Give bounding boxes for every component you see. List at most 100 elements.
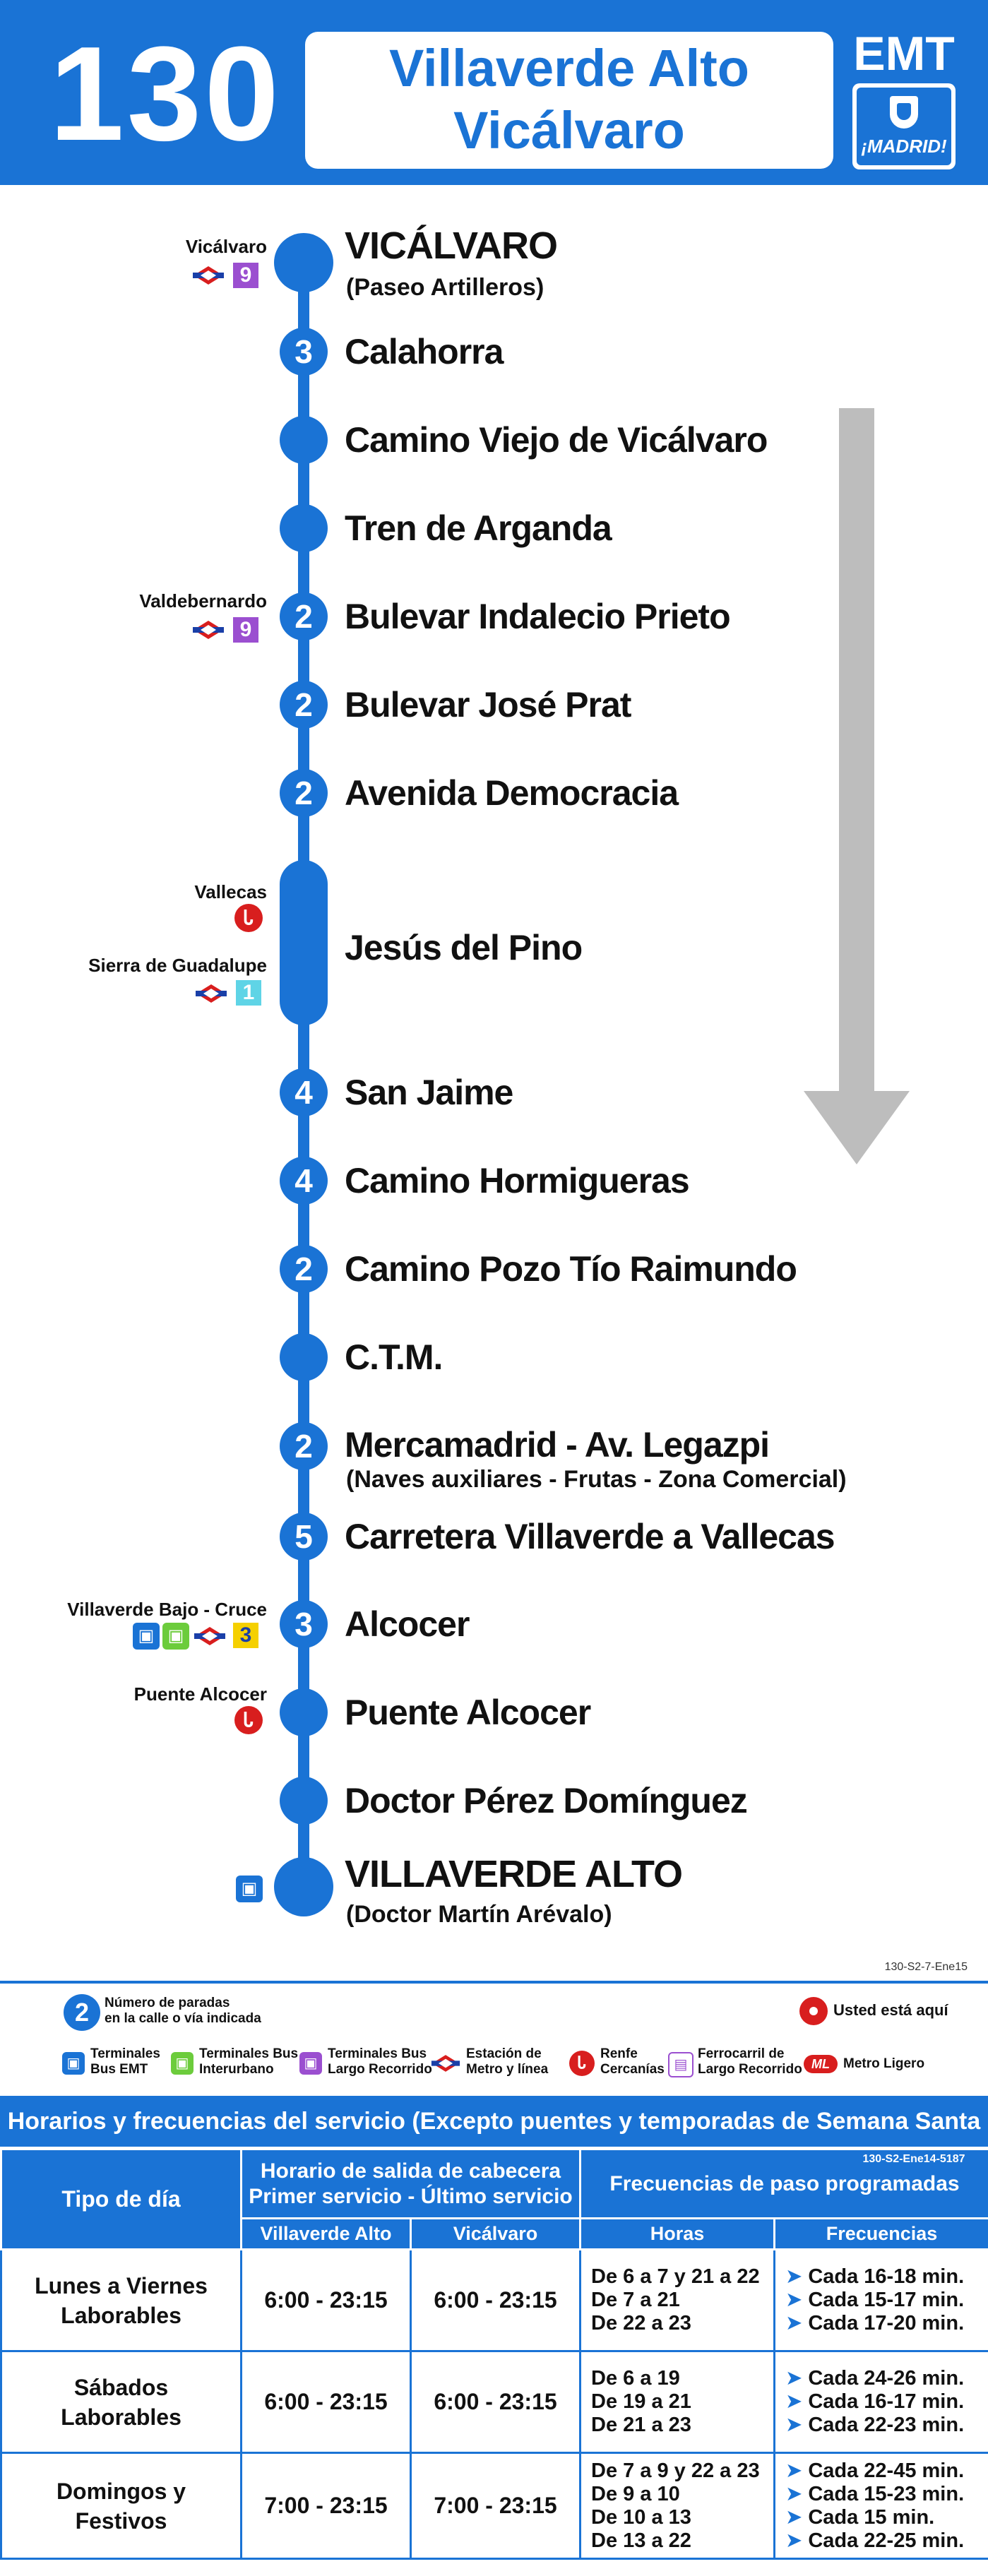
stop-name: Calahorra [345, 332, 504, 371]
route-code: 130-S2-7-Ene15 [884, 1961, 968, 1973]
stop-count: 2 [294, 1428, 313, 1465]
renfe-icon: Ꮣ [569, 2051, 595, 2076]
arrow-icon: ➤ [785, 2312, 803, 2334]
arrow-icon: ➤ [785, 2505, 803, 2529]
col-hours: Horas [579, 2217, 775, 2250]
frequency-line: Cada 22-23 min. [808, 2414, 965, 2436]
hours-line: De 19 a 21 [591, 2390, 691, 2413]
renfe-icon: Ꮣ [234, 904, 263, 932]
hours-line: De 22 a 23 [591, 2312, 691, 2334]
bus-interurban-icon: ▣ [171, 2052, 194, 2075]
stop-subtitle: (Paseo Artilleros) [346, 274, 544, 301]
villaverde-times: 6:00 - 23:15 [240, 2350, 412, 2454]
day-type-line: Laborables [61, 2302, 181, 2328]
col-freqs: Frecuencias [773, 2217, 988, 2250]
stop-name: Bulevar Indalecio Prieto [345, 597, 731, 636]
table-row: Lunes a Viernes Laborables 6:00 - 23:15 … [0, 2248, 988, 2352]
stop-count: 2 [294, 1251, 313, 1287]
stop-name: Alcocer [345, 1604, 470, 1644]
day-type-line: Laborables [61, 2404, 181, 2430]
arrow-icon: ➤ [785, 2265, 803, 2288]
hours-cell: De 6 a 19 De 19 a 21 De 21 a 23 [579, 2350, 775, 2454]
frequency-line: Cada 15-17 min. [808, 2289, 965, 2311]
stop-marker: 3 [280, 1600, 328, 1648]
arrow-icon: ➤ [785, 2529, 803, 2552]
destination-line-1: Villaverde Alto [389, 39, 749, 97]
stop-name: Camino Hormigueras [345, 1161, 690, 1200]
hours-line: De 10 a 13 [591, 2505, 691, 2529]
legend-text: Usted está aquí [833, 2001, 948, 2019]
stop-marker-multi-transfer [280, 860, 328, 1025]
frequency-line: Cada 24-26 min. [808, 2367, 965, 2390]
stop-marker [280, 504, 328, 552]
stop-subtitle: (Naves auxiliares - Frutas - Zona Comerc… [346, 1466, 847, 1493]
col-departure-line-2: Primer servicio - Último servicio [249, 2184, 573, 2208]
madrid-crest-icon [890, 96, 918, 129]
hours-line: De 6 a 7 y 21 a 22 [591, 2265, 760, 2288]
stop-count: 3 [294, 1606, 313, 1642]
bus-interurban-icon: ▣ [162, 1623, 189, 1650]
hours-line: De 9 a 10 [591, 2482, 680, 2505]
transfer-label: Vicálvaro [185, 236, 267, 257]
frequency-line: Cada 15 min. [808, 2505, 935, 2529]
arrow-icon: ➤ [785, 2390, 803, 2413]
stop-marker-terminal-end [274, 1857, 333, 1916]
stop-marker-terminal-start [274, 233, 333, 292]
arrow-icon: ➤ [785, 2367, 803, 2390]
stop-marker: 2 [280, 592, 328, 640]
schedule-table: Tipo de día Horario de salida de cabecer… [0, 2148, 988, 2560]
day-type-line: Lunes a Viernes [35, 2272, 208, 2298]
arrow-icon: ➤ [785, 2482, 803, 2505]
legend-text: Metro y línea [466, 2062, 549, 2077]
metro-line-9-icon: 9 [233, 263, 258, 288]
arrow-icon: ➤ [785, 2459, 803, 2482]
bus-long-distance-icon: ▣ [299, 2052, 322, 2075]
stop-name: Tren de Arganda [345, 508, 612, 548]
metro-icon [431, 2055, 460, 2072]
stop-count: 5 [294, 1518, 313, 1555]
schedule-code: 130-S2-Ene14-5187 [862, 2152, 965, 2165]
route-number: 130 [49, 19, 282, 169]
col-departure: Horario de salida de cabecera Primer ser… [240, 2148, 965, 2219]
stop-marker: 4 [280, 1068, 328, 1116]
table-row: Sábados Laborables 6:00 - 23:15 6:00 - 2… [0, 2350, 988, 2454]
stop-count-legend-icon: 2 [64, 1994, 100, 2031]
stop-marker [280, 1688, 328, 1736]
legend-text: Largo Recorrido [328, 2062, 432, 2077]
destination-line-2: Vicálvaro [453, 101, 685, 160]
stop-marker [280, 1777, 328, 1825]
stop-marker [280, 1333, 328, 1381]
legend-text: Terminales Bus [328, 2046, 427, 2061]
legend-text: Metro Ligero [843, 2056, 925, 2071]
day-type-cell: Lunes a Viernes Laborables [0, 2248, 242, 2352]
direction-arrowhead-icon [804, 1091, 910, 1164]
stop-count: 4 [294, 1162, 313, 1199]
stop-count: 2 [294, 686, 313, 723]
you-are-here-icon [799, 1997, 828, 2025]
transfer-label: Puente Alcocer [133, 1683, 267, 1705]
metro-ligero-icon: ML [804, 2055, 838, 2073]
metro-line-3-icon: 3 [233, 1623, 258, 1648]
stop-name: Carretera Villaverde a Vallecas [345, 1517, 835, 1556]
col-departure-line-1: Horario de salida de cabecera [260, 2159, 561, 2183]
bus-emt-icon: ▣ [133, 1623, 160, 1650]
stop-count: 3 [294, 333, 313, 370]
stop-name: VILLAVERDE ALTO [345, 1853, 683, 1895]
vicalvaro-times: 6:00 - 23:15 [410, 2350, 581, 2454]
frequency-line: Cada 16-18 min. [808, 2265, 965, 2288]
stop-name: Jesús del Pino [345, 928, 583, 967]
stop-name: San Jaime [345, 1073, 513, 1112]
metro-icon [193, 266, 224, 285]
destination-box: Villaverde Alto Vicálvaro [305, 32, 833, 169]
stop-name: Bulevar José Prat [345, 685, 631, 724]
stop-count: 4 [294, 1074, 313, 1111]
stop-name: C.T.M. [345, 1337, 443, 1377]
legend-text: Renfe [600, 2046, 638, 2061]
stop-marker: 5 [280, 1513, 328, 1561]
hours-cell: De 6 a 7 y 21 a 22 De 7 a 21 De 22 a 23 [579, 2248, 775, 2352]
bus-emt-icon: ▣ [236, 1876, 263, 1902]
day-type-cell: Domingos y Festivos [0, 2452, 242, 2560]
stop-name: Camino Viejo de Vicálvaro [345, 420, 768, 460]
stop-name: VICÁLVARO [345, 225, 558, 267]
madrid-logo: ¡MADRID! [852, 83, 956, 169]
